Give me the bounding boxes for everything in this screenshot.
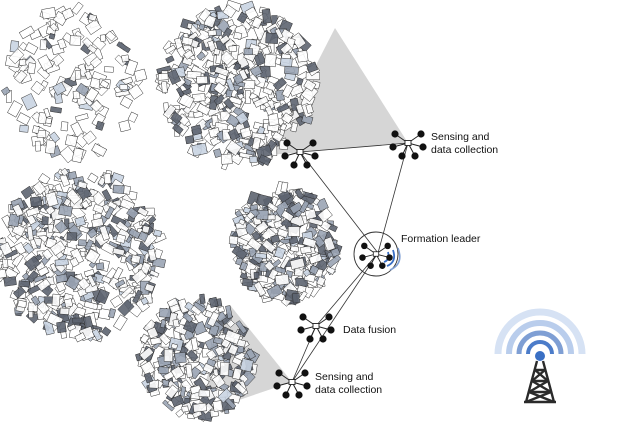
drone-leader: [359, 242, 393, 269]
cluster-top-left: [1, 1, 148, 164]
label-data-fusion: Data fusion: [343, 324, 397, 336]
label-sensing-top-line2: data collection: [431, 144, 499, 156]
label-sensing-bottom-line1: Sensing and: [315, 371, 374, 383]
label-sensing-top-line1: Sensing and: [431, 131, 490, 143]
cluster-top-center: [154, 0, 321, 171]
communication-links: [291, 142, 409, 383]
cluster-bottom-left: [135, 293, 260, 422]
drones: [273, 130, 427, 399]
link-top-sensor-to-sensor: [299, 142, 409, 153]
drone-bottom-sensor: [273, 369, 311, 399]
link-top-sensor-to-leader: [299, 151, 379, 254]
link-right-sensor-to-leader: [377, 142, 409, 254]
cluster-center: [228, 180, 343, 307]
label-formation-leader: Formation leader: [401, 233, 481, 245]
radio-tower-icon: [494, 308, 586, 404]
label-sensing-bottom: Sensing and data collection: [315, 371, 382, 397]
label-sensing-top: Sensing and data collection: [431, 131, 498, 157]
drone-fusion: [297, 313, 335, 343]
link-leader-to-bottom-sensor: [291, 252, 379, 383]
drone-top-sensor: [281, 139, 319, 169]
drone-right-sensor: [389, 130, 427, 160]
label-sensing-bottom-line2: data collection: [315, 384, 383, 396]
cluster-group: [0, 0, 343, 422]
cluster-mid-left: [0, 167, 167, 343]
formation-leader-ring: [353, 231, 399, 277]
